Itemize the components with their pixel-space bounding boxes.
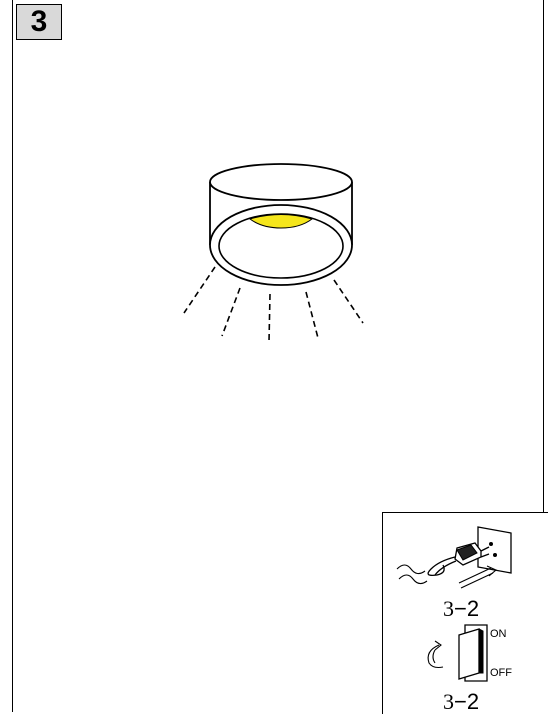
switch-step-main: 3 [443, 689, 454, 714]
cable-wave-2 [398, 574, 428, 585]
inset-illustrations [396, 526, 512, 682]
light-ray-3 [268, 293, 271, 343]
plug-cord-lower [434, 560, 457, 576]
switch-rocker-top [478, 628, 484, 674]
light-ray-5 [333, 279, 364, 324]
rocker-switch-icon [427, 624, 488, 682]
light-ray-1 [183, 266, 216, 314]
light-ray-4 [305, 291, 319, 339]
cable-wave-1 [396, 564, 426, 575]
plug-grip [456, 544, 478, 561]
insert-arrow-icon [458, 565, 498, 589]
switch-step-sub: 2 [466, 689, 480, 714]
switch-step-label: 3−2 [443, 689, 479, 715]
switch-off-label: OFF [490, 667, 512, 679]
plug-step-separator: − [454, 596, 467, 621]
light-ray-2 [221, 287, 241, 337]
switch-rocker [458, 628, 480, 680]
switch-step-separator: − [454, 689, 467, 714]
plug-step-label: 3−2 [443, 596, 479, 622]
page-frame [12, 0, 544, 712]
step-number: 3 [30, 5, 48, 38]
plug-step-sub: 2 [466, 596, 480, 621]
light-body-top [209, 163, 353, 201]
plug-prong-bottom [480, 553, 490, 558]
socket-hole-bottom [493, 553, 497, 557]
turn-on-arrow-icon [427, 640, 444, 669]
step-number-badge: 3 [16, 4, 62, 40]
switch-on-label: ON [490, 628, 507, 640]
power-instruction-panel: 3−2 ON OFF 3−2 [382, 512, 548, 714]
power-plug-icon [396, 526, 512, 589]
plug-cord [427, 556, 456, 577]
led-chip [248, 214, 314, 229]
plug-prong-top [480, 546, 490, 552]
socket-hole-top [489, 542, 493, 546]
ceiling-downlight-icon [183, 163, 364, 343]
plug-step-main: 3 [443, 596, 454, 621]
light-rays [183, 266, 364, 343]
